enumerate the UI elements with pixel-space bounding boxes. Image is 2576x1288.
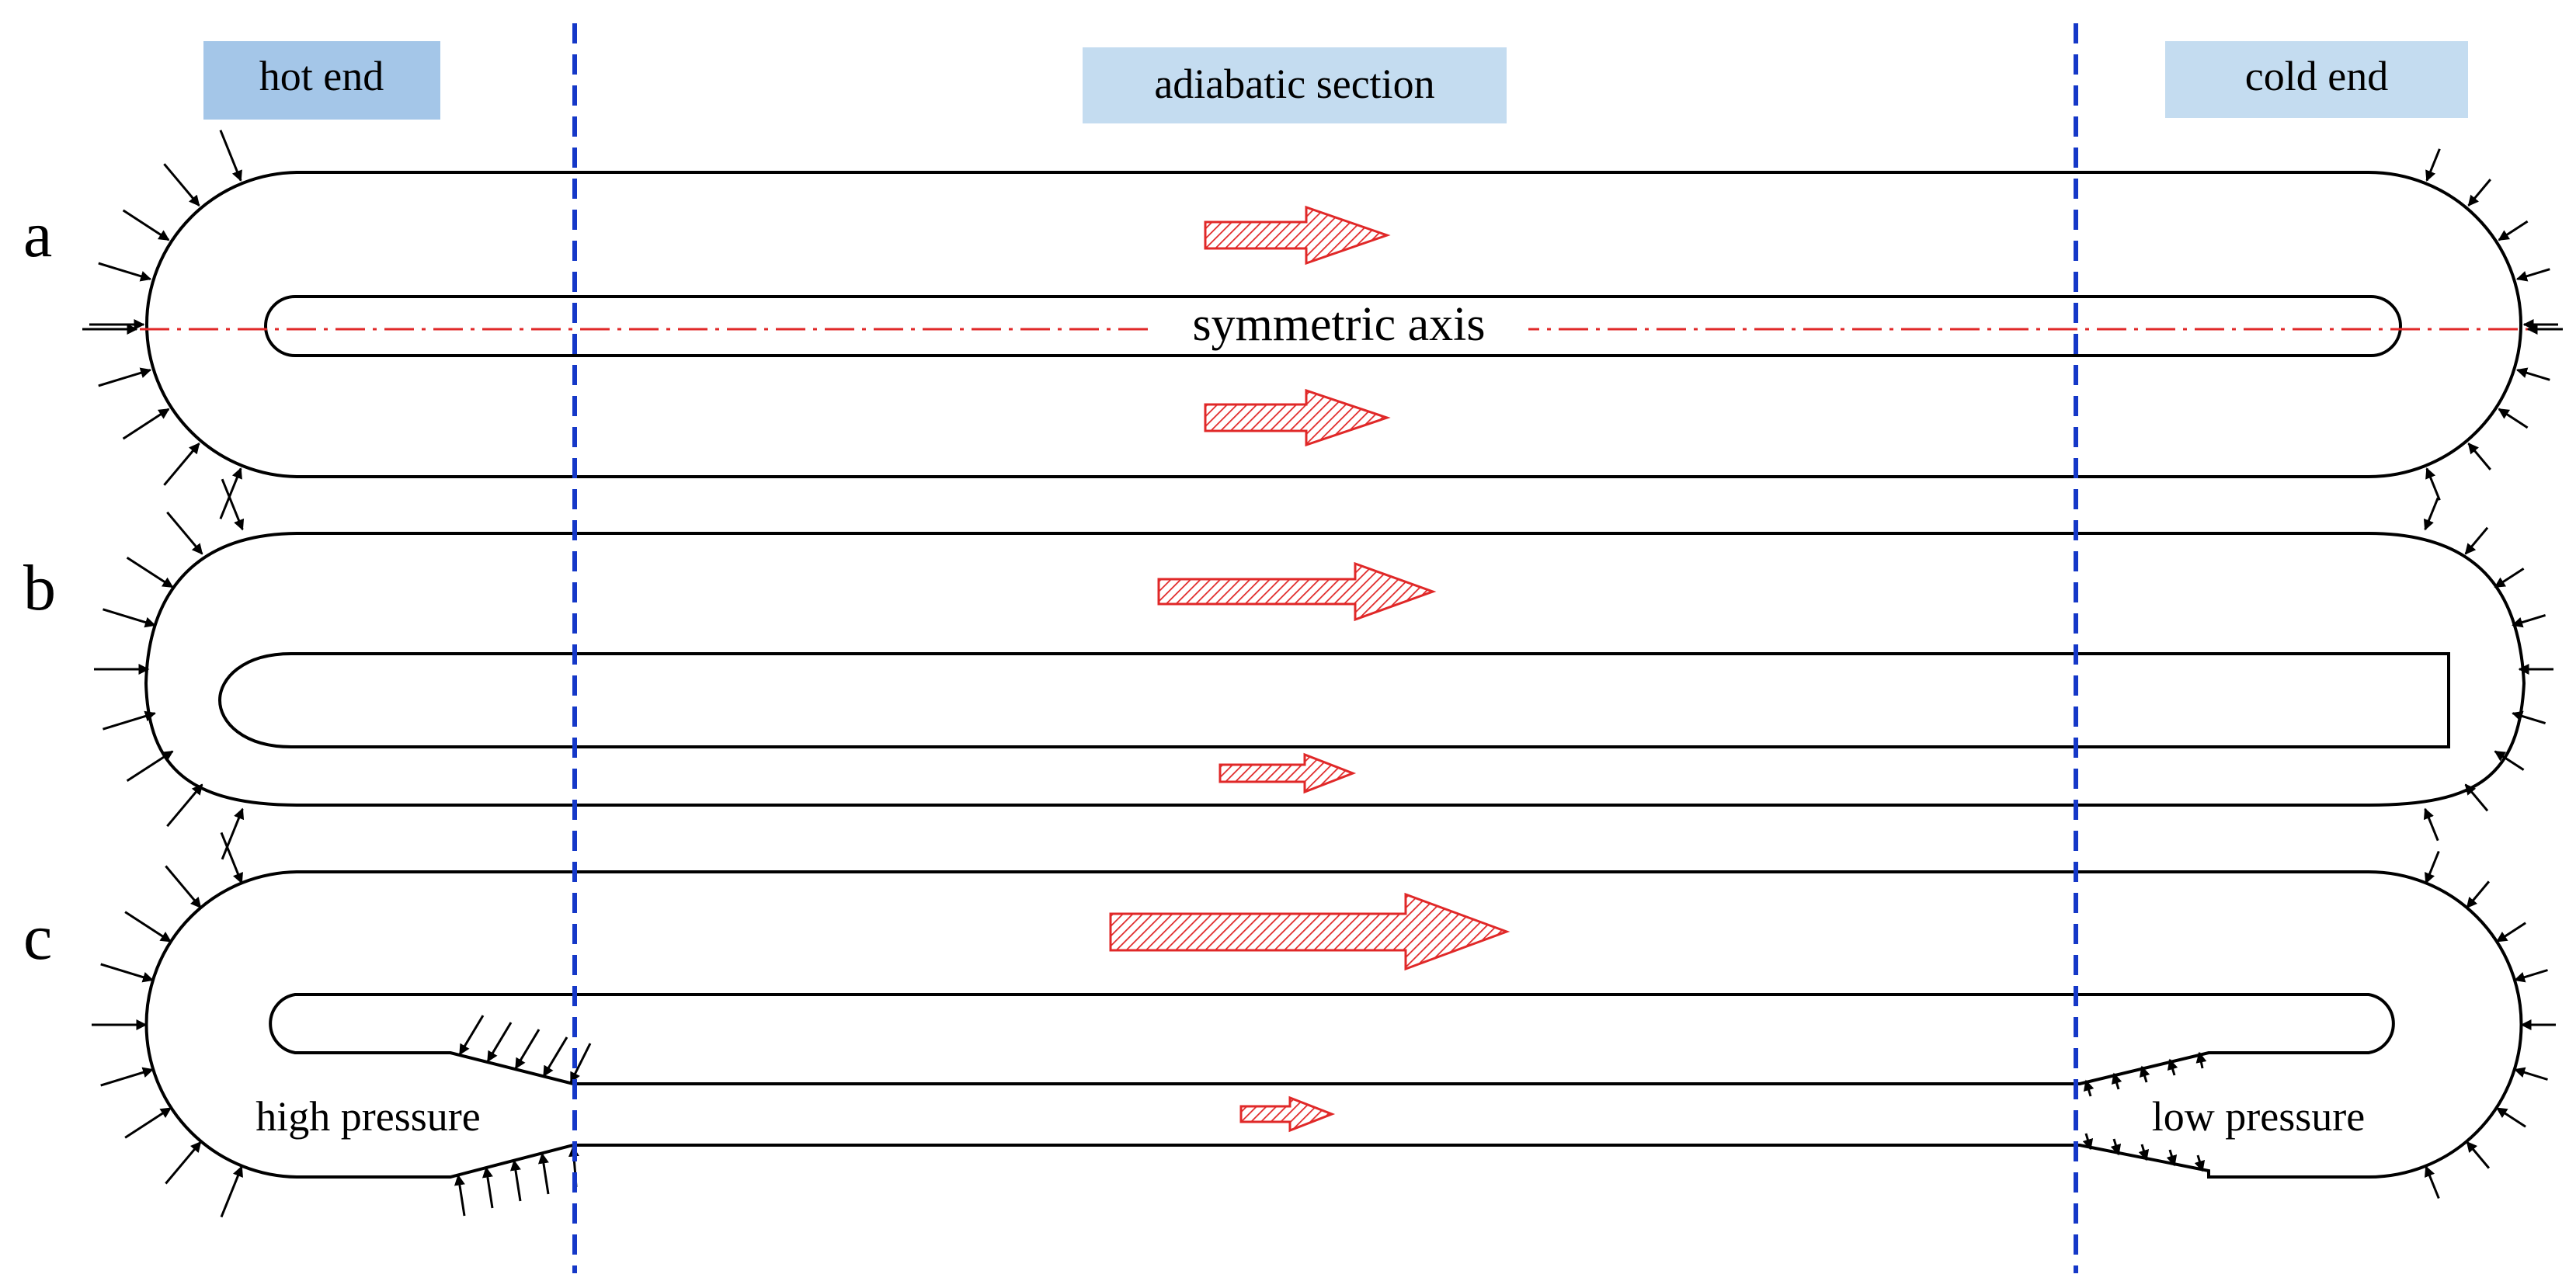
- heat-arrow-hot-a-8: [219, 467, 242, 519]
- heat-arrow-cold-c-1: [2466, 880, 2491, 909]
- heat-arrow-hot-a-6: [122, 408, 170, 440]
- high-pressure-label: high pressure: [256, 1093, 480, 1140]
- heat-arrow-hot-c-3: [100, 963, 154, 983]
- heat-arrow-hot-c-2: [124, 911, 172, 943]
- panel-b: [144, 532, 2526, 807]
- heat-arrow-hot-a-1: [163, 163, 200, 207]
- heat-arrow-hot-c-7: [165, 1140, 202, 1185]
- heat-arrow-cold-b-2: [2494, 568, 2525, 588]
- heat-arrow-cold-a-3: [2515, 268, 2550, 282]
- heat-arrow-hot-c-1: [165, 865, 202, 909]
- flow-arrow-c-upper: [1109, 892, 1510, 971]
- heat-arrow-hot-b-8: [221, 807, 245, 860]
- heat-arrow-cold-a-1: [2467, 179, 2491, 207]
- heat-arrow-cold-c-8: [2425, 1165, 2440, 1199]
- heat-arrow-hot-b-1: [166, 511, 203, 555]
- heat-arrow-cold-c-2: [2496, 922, 2526, 943]
- heat-arrow-hot-b-3: [103, 608, 156, 628]
- flow-arrows: [1109, 205, 1510, 1133]
- panel-b-inner-wall: [217, 652, 2450, 748]
- heat-arrow-cold-a-7: [2467, 443, 2491, 470]
- symmetric-axis-label: symmetric axis: [1192, 298, 1485, 351]
- heat-arrow-cold-b-1: [2464, 526, 2489, 555]
- heat-arrow-hot-b-2: [126, 556, 174, 588]
- high-pressure-arrows-bottom: [454, 1145, 579, 1217]
- heat-arrow-cold-b-3: [2512, 613, 2546, 628]
- heat-arrow-cold-b-0: [2423, 497, 2439, 531]
- heat-arrow-cold-b-7: [2464, 783, 2489, 812]
- heat-arrow-hot-c-0: [220, 831, 243, 884]
- heat-arrow-cold-c-6: [2496, 1107, 2526, 1128]
- panel-a-inner-wall: [264, 295, 2402, 357]
- cold-end-header-box: [2165, 41, 2468, 118]
- heat-arrow-cold-c-5: [2514, 1067, 2548, 1081]
- panel-c-inner-wall: [269, 993, 2395, 1085]
- heat-arrow-cold-b-6: [2494, 750, 2525, 771]
- panel-a: [145, 171, 2522, 478]
- heat-arrow-hot-c-5: [100, 1067, 154, 1087]
- hot-end-header-box: [203, 41, 440, 120]
- flow-arrow-c-lower: [1239, 1095, 1336, 1133]
- flow-arrow-b-upper: [1157, 561, 1437, 622]
- heat-arrow-hot-b-6: [126, 750, 174, 783]
- hot-end-header: hot end: [259, 53, 384, 99]
- flow-arrow-b-lower: [1218, 752, 1357, 794]
- heat-arrow-hot-a-7: [163, 443, 200, 486]
- heat-arrow-hot-b-0: [221, 478, 245, 531]
- heat-arrow-hot-b-7: [166, 783, 203, 828]
- low-pressure-arrows-bottom: [2082, 1133, 2206, 1172]
- flow-arrow-a-upper: [1204, 205, 1391, 266]
- adiabatic-section-header: adiabatic section: [1154, 61, 1434, 107]
- heat-arrow-cold-b-5: [2512, 710, 2546, 725]
- high-pressure-arrows-top: [458, 1015, 592, 1084]
- heat-arrow-cold-a-6: [2498, 408, 2529, 429]
- cold-end-header: cold end: [2245, 53, 2388, 99]
- heat-arrow-hot-a-2: [122, 209, 170, 241]
- heat-arrow-cold-c-7: [2466, 1140, 2491, 1169]
- heat-arrow-cold-a-0: [2425, 148, 2441, 182]
- heat-arrow-hot-c-8: [220, 1165, 243, 1218]
- adiabatic-section-header-box: [1083, 47, 1507, 123]
- heat-arrow-cold-c-0: [2425, 850, 2440, 884]
- heat-flux-arrows: [89, 130, 2558, 1218]
- heat-arrow-cold-a-8: [2425, 467, 2441, 501]
- section-dividers: [572, 23, 2078, 1273]
- panel-label-a: a: [23, 199, 52, 271]
- heat-arrow-hot-c-6: [124, 1107, 172, 1139]
- heat-arrow-hot-a-5: [98, 367, 152, 387]
- low-pressure-label: low pressure: [2152, 1093, 2365, 1140]
- panel-label-b: b: [23, 552, 56, 624]
- heat-arrow-cold-b-8: [2423, 807, 2439, 842]
- heat-arrow-hot-a-3: [98, 262, 152, 282]
- heat-arrow-hot-b-5: [103, 710, 156, 731]
- heat-arrow-cold-a-2: [2498, 220, 2529, 241]
- heat-arrow-cold-c-3: [2514, 969, 2548, 983]
- heat-arrow-hot-a-0: [219, 130, 242, 182]
- axis-label-background: [1149, 299, 1528, 350]
- heat-arrow-cold-a-5: [2515, 367, 2550, 381]
- panel-a-outer-wall: [145, 171, 2522, 478]
- flow-arrow-a-lower: [1204, 388, 1391, 447]
- panel-label-c: c: [23, 901, 52, 974]
- low-pressure-arrows-top: [2083, 1051, 2207, 1097]
- panel-b-outer-wall: [144, 532, 2526, 807]
